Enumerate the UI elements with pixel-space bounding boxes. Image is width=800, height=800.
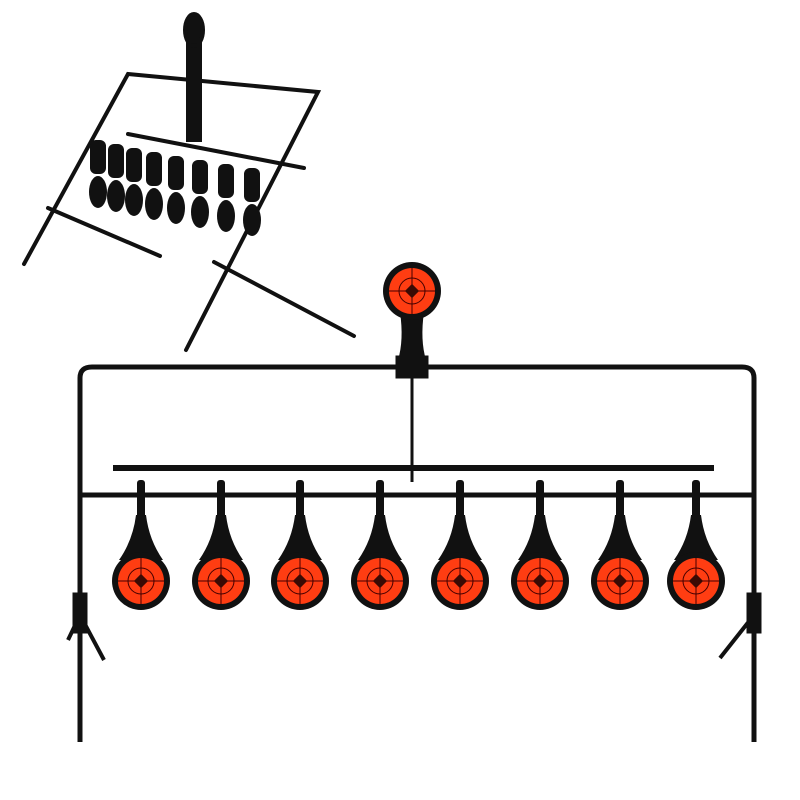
inset-paddle-8 bbox=[243, 168, 261, 236]
top-target bbox=[383, 262, 441, 320]
inset-paddle-bottom bbox=[145, 188, 163, 220]
bullseye-diamond bbox=[532, 573, 548, 589]
inset-paddle-2 bbox=[107, 144, 125, 212]
paddle-neck bbox=[438, 515, 482, 560]
targets bbox=[112, 262, 725, 610]
paddle-target bbox=[192, 552, 250, 610]
inset-paddle-top bbox=[146, 152, 162, 186]
inset-paddle-bottom bbox=[89, 176, 107, 208]
top-frame-bar bbox=[77, 364, 757, 742]
hanging-paddle-1 bbox=[112, 480, 170, 610]
inset-foot-right bbox=[212, 260, 356, 338]
hanging-paddle-5 bbox=[431, 480, 489, 610]
paddle-neck bbox=[358, 515, 402, 560]
top-spinner-paddle bbox=[383, 262, 441, 360]
paddle-target bbox=[271, 552, 329, 610]
inset-paddle-bottom bbox=[107, 180, 125, 212]
paddle-target bbox=[112, 552, 170, 610]
paddle-target bbox=[591, 552, 649, 610]
bullseye-diamond bbox=[688, 573, 704, 589]
inset-foot-left bbox=[46, 206, 162, 258]
inset-paddle-bottom bbox=[217, 200, 235, 232]
paddle-hook bbox=[692, 480, 700, 520]
paddle-target bbox=[667, 552, 725, 610]
inset-paddle-top bbox=[90, 140, 106, 174]
paddle-target bbox=[431, 552, 489, 610]
right-bracket bbox=[746, 592, 762, 634]
paddle-target bbox=[351, 552, 409, 610]
paddle-neck bbox=[278, 515, 322, 560]
bullseye-diamond bbox=[612, 573, 628, 589]
hanging-paddle-7 bbox=[591, 480, 649, 610]
inset-paddle-7 bbox=[217, 164, 235, 232]
bullseye-diamond bbox=[404, 283, 420, 299]
bullseye-diamond bbox=[372, 573, 388, 589]
bullseye-diamond bbox=[213, 573, 229, 589]
inset-top-paddle bbox=[183, 12, 205, 48]
inset-paddle-3 bbox=[125, 148, 143, 216]
inset-paddle-top bbox=[108, 144, 124, 178]
inset-crossbar bbox=[126, 132, 306, 170]
inset-paddle-bottom bbox=[125, 184, 143, 216]
inset-paddle-bottom bbox=[191, 196, 209, 228]
paddle-neck bbox=[598, 515, 642, 560]
bullseye-diamond bbox=[292, 573, 308, 589]
paddle-hook bbox=[296, 480, 304, 520]
inset-paddle-6 bbox=[191, 160, 209, 228]
inset-paddle-top bbox=[126, 148, 142, 182]
paddle-hook bbox=[536, 480, 544, 520]
inset-top-paddle-post bbox=[186, 38, 202, 142]
paddle-hook bbox=[616, 480, 624, 520]
inset-angled-view bbox=[22, 12, 356, 352]
paddle-hook bbox=[137, 480, 145, 520]
hanging-paddle-6 bbox=[511, 480, 569, 610]
inset-paddle-top bbox=[244, 168, 260, 202]
inset-paddle-bottom bbox=[243, 204, 261, 236]
paddle-neck bbox=[119, 515, 163, 560]
stand-frame bbox=[66, 340, 762, 742]
paddle-target bbox=[511, 552, 569, 610]
hanging-paddle-3 bbox=[271, 480, 329, 610]
paddle-hook bbox=[456, 480, 464, 520]
hanging-paddle-2 bbox=[192, 480, 250, 610]
inset-paddles bbox=[89, 140, 261, 236]
inset-paddle-top bbox=[218, 164, 234, 198]
bullseye-diamond bbox=[452, 573, 468, 589]
paddle-neck bbox=[398, 312, 426, 360]
left-bracket bbox=[72, 592, 88, 634]
inset-paddle-4 bbox=[145, 152, 163, 220]
paddle-neck bbox=[518, 515, 562, 560]
paddle-neck bbox=[199, 515, 243, 560]
hanging-paddle-8 bbox=[667, 480, 725, 610]
hanging-paddle-4 bbox=[351, 480, 409, 610]
inset-paddle-top bbox=[168, 156, 184, 190]
bullseye-diamond bbox=[133, 573, 149, 589]
center-hub bbox=[395, 355, 429, 379]
paddle-hook bbox=[217, 480, 225, 520]
inset-paddle-1 bbox=[89, 140, 107, 208]
paddle-hook bbox=[376, 480, 384, 520]
inset-paddle-5 bbox=[167, 156, 185, 224]
paddle-neck bbox=[674, 515, 718, 560]
inset-paddle-top bbox=[192, 160, 208, 194]
inset-paddle-bottom bbox=[167, 192, 185, 224]
